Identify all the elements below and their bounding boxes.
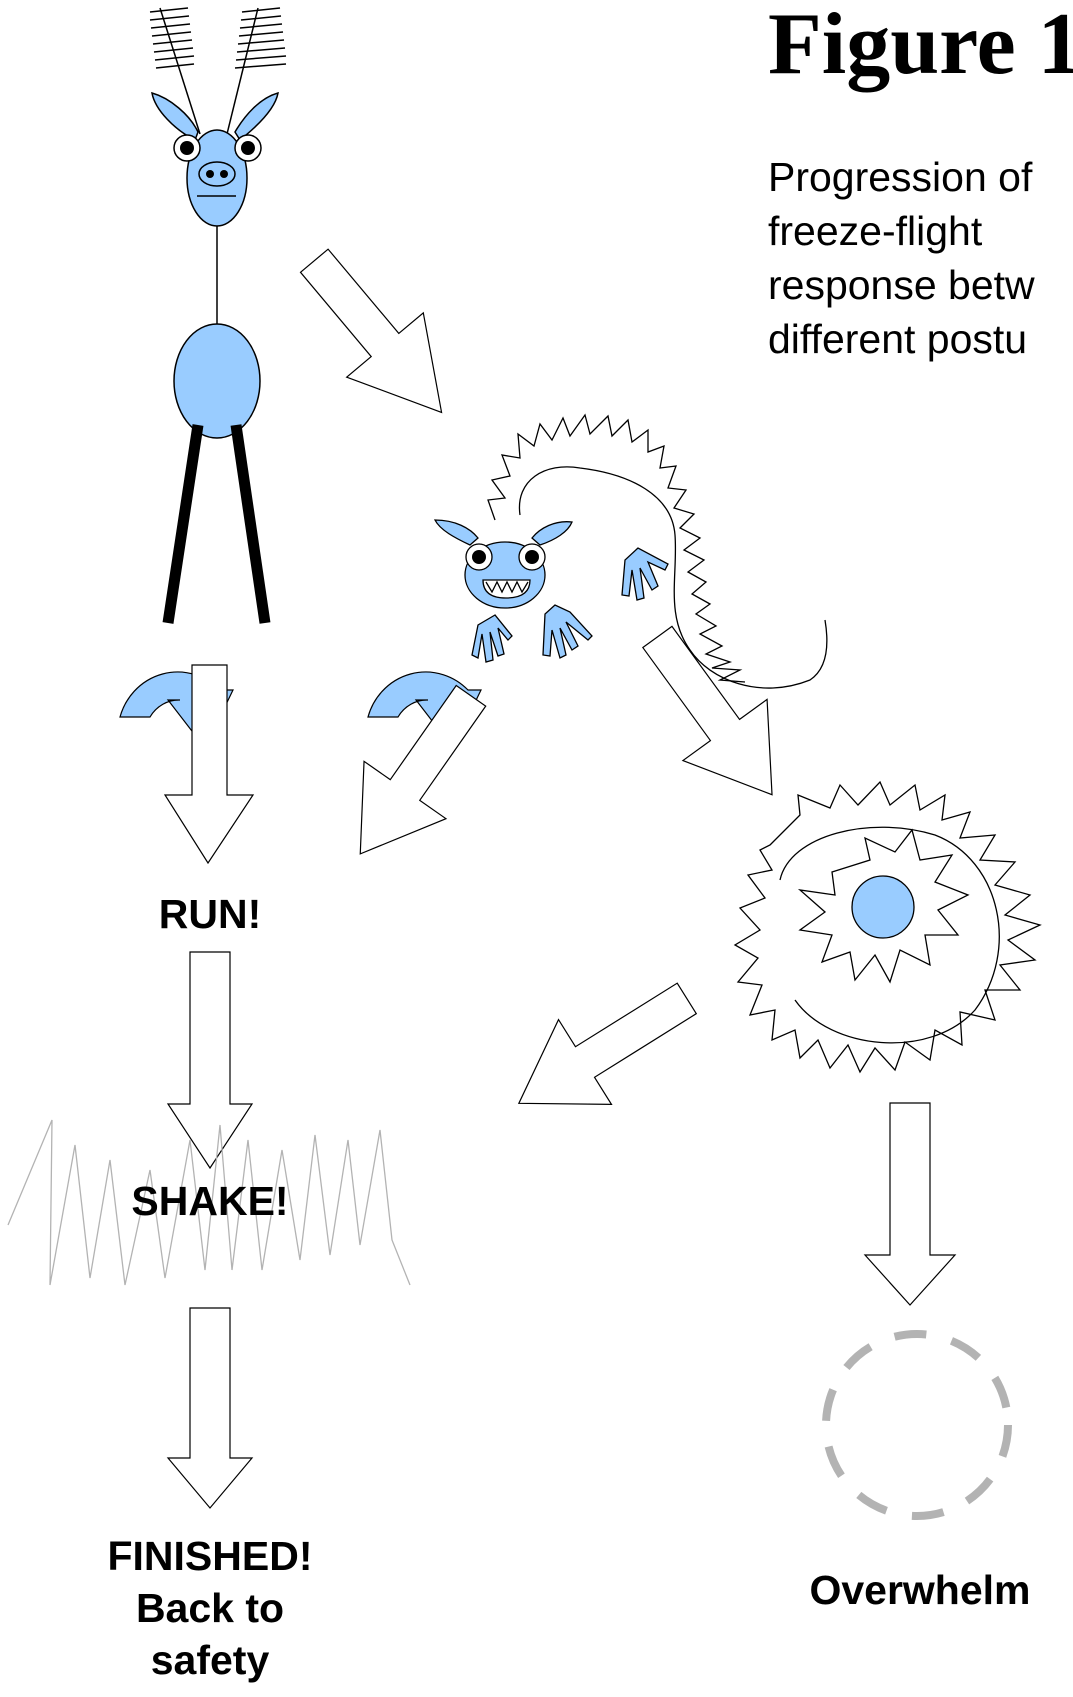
label-shake: SHAKE! (110, 1175, 310, 1227)
core (852, 876, 914, 938)
right-ear (235, 93, 278, 140)
label-run: RUN! (110, 888, 310, 940)
left-ear (152, 93, 198, 140)
claw-middle (543, 605, 592, 658)
snout (199, 162, 235, 186)
claw-left (472, 615, 512, 662)
arrow-to-overwhelm (615, 606, 814, 825)
arrow-burst-to-shake (492, 956, 713, 1146)
label-overwhelm: Overwhelm (760, 1564, 1073, 1616)
body (174, 324, 260, 438)
crouching-creature (435, 415, 827, 688)
arrow-to-fight (276, 229, 480, 445)
arrow-run-to-shake (168, 952, 252, 1168)
claw-right (622, 548, 668, 600)
label-finished: FINISHED! Back to safety (50, 1530, 370, 1686)
figure-title: Figure 1 (768, 0, 1073, 95)
creature-right-ear (532, 522, 572, 545)
standing-figure (150, 8, 286, 623)
overwhelm-burst (735, 782, 1040, 1072)
figure-description: Progression of freeze-flight response be… (768, 150, 1035, 366)
creature-left-ear (435, 520, 478, 545)
arrow-shake-to-finished (168, 1308, 252, 1508)
left-leg (168, 425, 198, 623)
arrow-burst-to-overwhelm (865, 1103, 955, 1305)
overwhelm-dashed-ring (826, 1334, 1008, 1516)
right-leg (236, 425, 265, 623)
